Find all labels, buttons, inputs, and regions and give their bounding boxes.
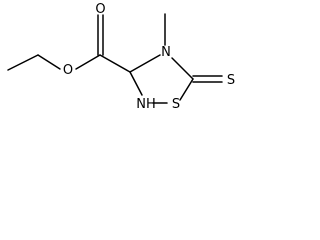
bond-c3-n4 (129, 54, 161, 73)
atom-ester-oxygen: O (63, 63, 73, 78)
atom-ring-nitrogen-h: NH (136, 97, 156, 112)
atom-ring-sulfur: S (172, 97, 180, 112)
bond-c5-s1 (179, 78, 194, 101)
bond-c3-n2 (129, 71, 143, 96)
bond-ethyl-ch2-o (37, 54, 61, 70)
structure-canvas: O O N NH S S (0, 0, 252, 125)
bond-carbonyl-ring-c3 (99, 54, 131, 73)
bond-o-carbonyl (75, 54, 101, 70)
atom-ring-nitrogen-4: N (161, 45, 171, 60)
atom-carbonyl-oxygen: O (95, 2, 105, 17)
bond-n4-c5 (171, 57, 194, 80)
atom-thione-sulfur: S (227, 73, 235, 88)
bond-ethyl-ch3-ch2 (7, 54, 39, 71)
chemical-structure: O O N NH S S (7, 2, 235, 112)
